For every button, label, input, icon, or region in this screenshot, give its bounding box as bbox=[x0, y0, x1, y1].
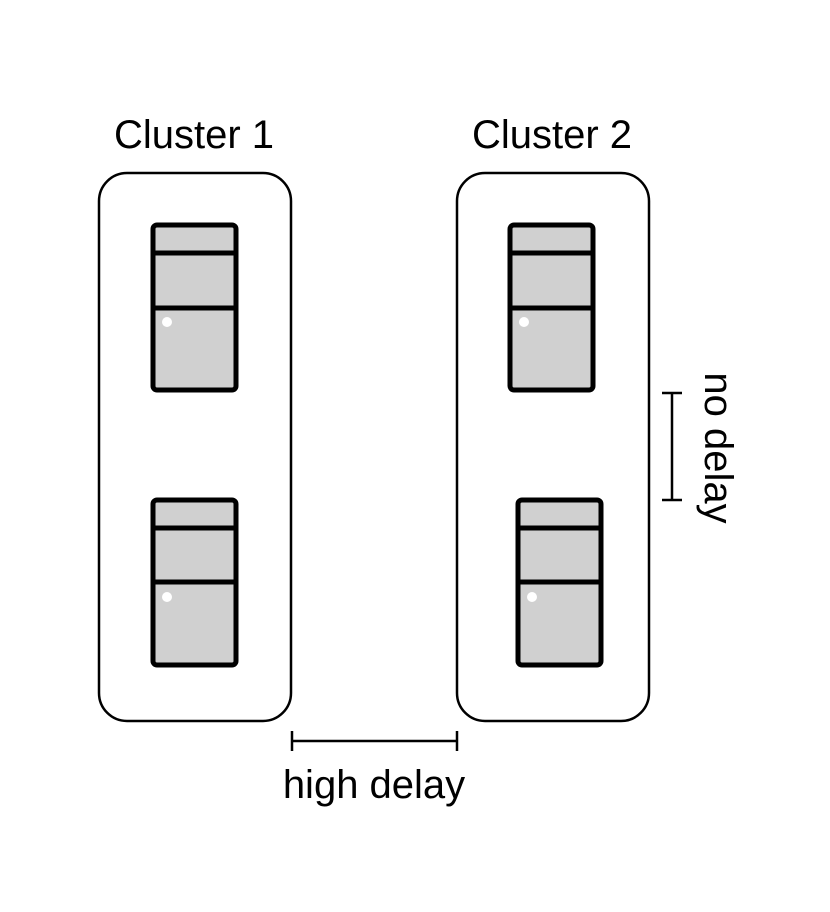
server-tower-icon bbox=[507, 222, 596, 393]
cluster-2-title: Cluster 2 bbox=[472, 113, 632, 157]
server-tower-icon bbox=[150, 497, 239, 668]
cluster-1-box bbox=[97, 171, 293, 723]
server-tower-icon bbox=[515, 497, 604, 668]
cluster-1: Cluster 1 bbox=[97, 113, 293, 723]
cluster-1-title: Cluster 1 bbox=[114, 113, 274, 157]
server-tower-icon bbox=[150, 222, 239, 393]
cluster-2: Cluster 2 bbox=[455, 113, 651, 723]
high-delay-label: high delay bbox=[283, 763, 465, 807]
no-delay-bracket bbox=[662, 391, 682, 502]
high-delay-bracket bbox=[290, 731, 459, 751]
no-delay-label: no delay bbox=[696, 372, 740, 523]
